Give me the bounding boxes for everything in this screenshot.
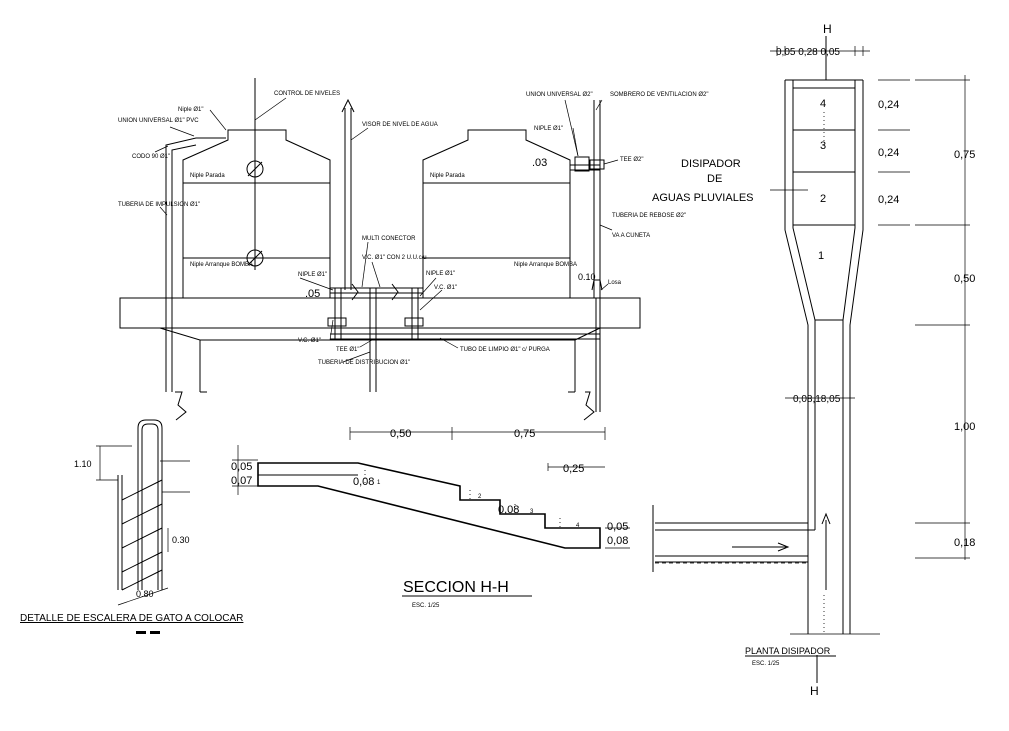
- label-niple: Niple Ø1": [178, 107, 203, 113]
- dim-008c: 0,08: [607, 535, 628, 547]
- dim-075: 0,75: [514, 428, 535, 440]
- label-impulsion: TUBERIA DE IMPULSION Ø1": [118, 202, 200, 208]
- label-multi-conector: MULTI CONECTOR: [362, 236, 416, 242]
- chamber-3: 3: [820, 140, 826, 152]
- label-vc-right: V.C. Ø1": [434, 285, 457, 291]
- ladder-rail: [137, 419, 163, 590]
- dim-050: 0,50: [954, 273, 975, 285]
- chamber-4: 4: [820, 98, 826, 110]
- step-4: 4: [576, 523, 580, 529]
- label-union-pvc: UNION UNIVERSAL Ø1" PVC: [118, 118, 199, 124]
- mid-dims: 0,08,18,05: [793, 394, 841, 405]
- top-dims: 0,05 0,28 0,05: [776, 47, 840, 58]
- section-profile: [257, 462, 601, 549]
- section-title: SECCION H-H: [403, 579, 509, 596]
- label-niple-mid-left: NIPLE Ø1": [298, 272, 327, 278]
- ladder-title: DETALLE DE ESCALERA DE GATO A COLOCAR: [20, 613, 243, 624]
- plan-scale: ESC. 1/25: [752, 661, 780, 667]
- arrow-up-icon: [341, 98, 355, 113]
- dim-100: 1,00: [954, 421, 975, 433]
- label-niple-arranque-right: Niple Arranque BOMBA: [514, 262, 577, 268]
- label-control-niveles: CONTROL DE NIVELES: [274, 91, 340, 97]
- disipador-title-3: AGUAS PLUVIALES: [652, 192, 754, 204]
- dim-110: 1.10: [74, 459, 92, 469]
- dim-075: 0,75: [954, 149, 975, 161]
- label-tee-2: TEE Ø2": [620, 157, 643, 163]
- disipador-title-2: DE: [707, 173, 722, 185]
- label-sombrero: SOMBRERO DE VENTILACION Ø2": [610, 92, 708, 98]
- ladder-rungs: [121, 479, 163, 591]
- label-losa: Losa: [608, 280, 622, 286]
- dim-018: 0,18: [954, 537, 975, 549]
- dim-080: 0.80: [136, 589, 154, 599]
- label-niple-right: NIPLE Ø1": [534, 126, 563, 132]
- label-cuneta: VA A CUNETA: [612, 233, 650, 239]
- dim-005a: 0,05: [231, 461, 252, 473]
- impulsion-pipe: [165, 137, 226, 392]
- section-scale: ESC. 1/25: [412, 603, 440, 609]
- dim-008a: 0,08: [353, 476, 374, 488]
- section-h-h: 0,50 0,75 0,25 0,05 0,07 0,08 0,08 0,05 …: [231, 427, 630, 609]
- plan-title: PLANTA DISIPADOR: [745, 646, 831, 656]
- chamber-2: 2: [820, 193, 826, 205]
- label-tubo-limpio: TUBO DE LIMPIO Ø1" c/ PURGA: [460, 347, 550, 353]
- label-niple-parada-right: Niple Parada: [430, 173, 465, 179]
- tank-assembly: Niple Ø1" UNION UNIVERSAL Ø1" PVC CODO 9…: [118, 78, 708, 421]
- ladder-detail: 1.10 0.30 0.80 DETALLE DE ESCALERA DE GA…: [20, 419, 243, 634]
- union-fitting-icon: [574, 156, 590, 172]
- label-vc-left: V.C. Ø1": [298, 338, 321, 344]
- left-water-tank: [182, 129, 331, 299]
- label-niple-parada-left: Niple Parada: [190, 173, 225, 179]
- label-codo: CODO 90 Ø1": [132, 154, 170, 160]
- flow-arrow-icon: [821, 512, 831, 525]
- step-2: 2: [478, 494, 482, 500]
- concrete-slab: [119, 297, 641, 329]
- dim-007: 0,07: [231, 475, 252, 487]
- dim-025: 0,25: [563, 463, 584, 475]
- step-3: 3: [530, 509, 534, 515]
- dim-024c: 0,24: [878, 194, 899, 206]
- disipador-plan: DISIPADOR DE AGUAS PLUVIALES H H 0,05 0,…: [652, 22, 975, 698]
- label-union-2: UNION UNIVERSAL Ø2": [526, 92, 593, 98]
- label-distribucion: TUBERIA DE DISTRIBUCION Ø1": [318, 360, 410, 366]
- dim-005: .05: [305, 288, 320, 300]
- label-rebose: TUBERIA DE REBOSE Ø2": [612, 213, 686, 219]
- flow-arrow-icon: [777, 542, 790, 552]
- label-vc-conexion: V.C. Ø1" CON 2 U.U.c/u: [362, 255, 427, 261]
- step-1: 1: [377, 480, 381, 486]
- dim-030: 0.30: [172, 535, 190, 545]
- right-water-tank: [422, 129, 571, 299]
- dim-024b: 0,24: [878, 147, 899, 159]
- valve-icon: [404, 317, 424, 327]
- valve-icon: [327, 317, 347, 327]
- distribution-pipe: [369, 288, 377, 392]
- disipador-wall-left: [784, 80, 809, 634]
- section-mark-top: H: [823, 22, 832, 36]
- dim-008b: 0,08: [498, 504, 519, 516]
- label-tee-bottom: TEE Ø1": [336, 347, 359, 353]
- label-niple-arranque-left: Niple Arranque BOMBA: [190, 262, 253, 268]
- dim-003: .03: [532, 157, 547, 169]
- chamber-1: 1: [818, 250, 824, 262]
- disipador-title-1: DISIPADOR: [681, 158, 741, 170]
- label-visor: VISOR DE NIVEL DE AGUA: [362, 122, 438, 128]
- section-mark-bottom: H: [810, 684, 819, 698]
- dim-024a: 0,24: [878, 99, 899, 111]
- dim-010: 0.10: [578, 272, 596, 282]
- dim-005b: 0,05: [607, 521, 628, 533]
- dim-050: 0,50: [390, 428, 411, 440]
- overflow-pipe: [593, 100, 601, 298]
- label-niple-mid-right: NIPLE Ø1": [426, 271, 455, 277]
